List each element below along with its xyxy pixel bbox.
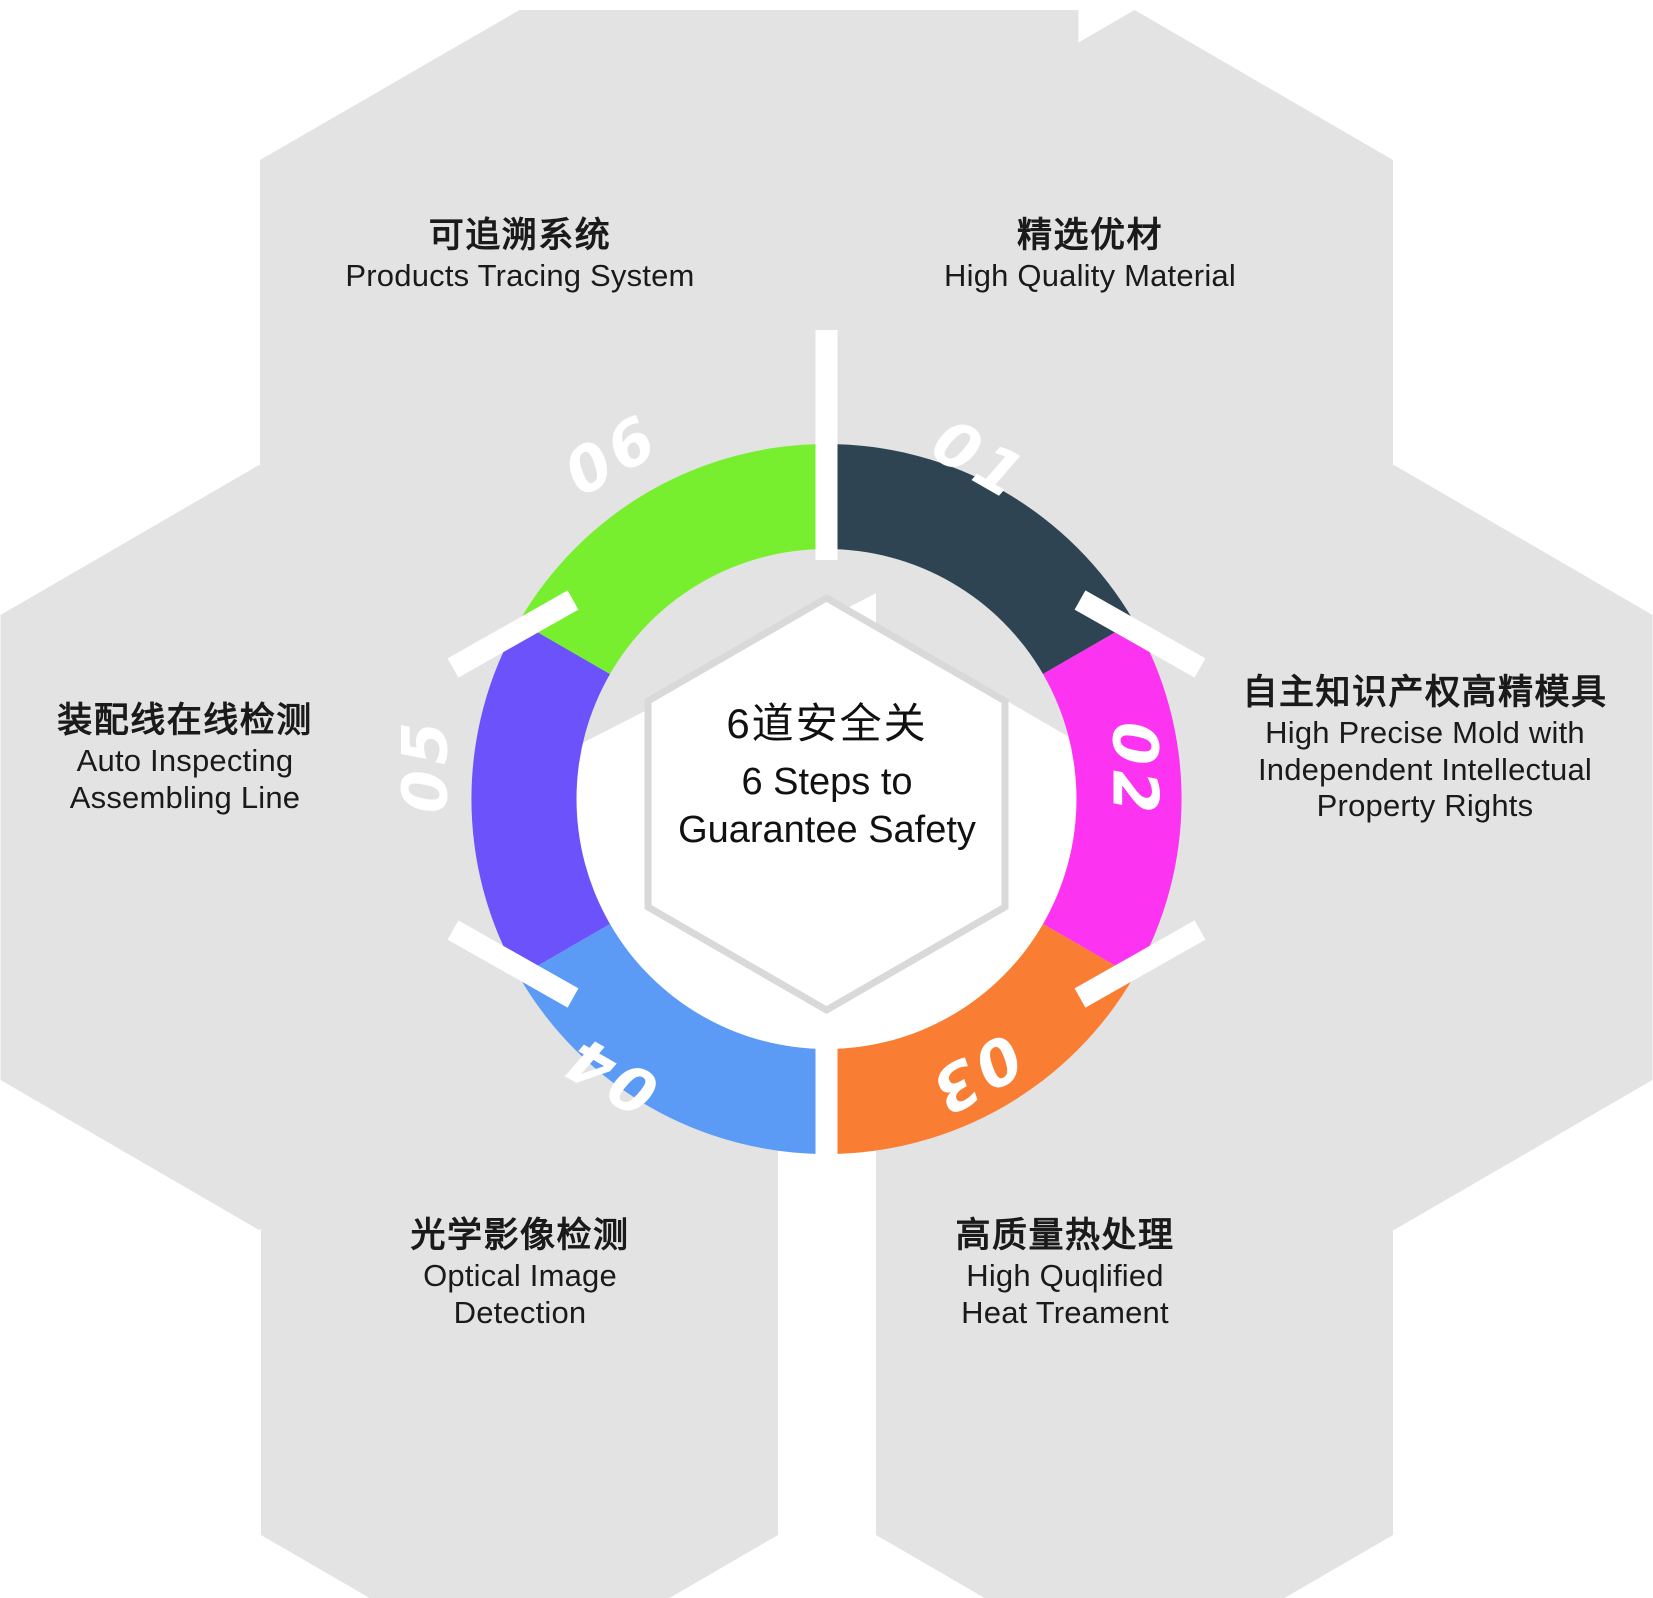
center-hexagon — [644, 593, 1009, 1015]
ring-segment-04[interactable] — [519, 924, 827, 1154]
gap-line-lower-left — [447, 920, 579, 1008]
gap-line-lower-right — [1074, 920, 1206, 1008]
gap-line-upper-left — [447, 590, 579, 678]
ring-segment-05[interactable] — [471, 621, 610, 977]
outer-hexagons-top — [0, 0, 1653, 10]
top-trim — [0, 0, 1653, 10]
hexagon-gap-lines — [447, 330, 1206, 1270]
ring-segment-02[interactable] — [1043, 621, 1182, 977]
step-ring — [471, 444, 1182, 1154]
step-number-05: 05 — [389, 717, 462, 813]
outer-hexagons — [0, 10, 1653, 1598]
step-number-02: 02 — [1099, 722, 1172, 818]
ring-segment-06[interactable] — [519, 444, 827, 674]
gap-line-upper-right — [1074, 590, 1206, 678]
hexagon-step-06 — [260, 10, 1079, 775]
ring-segment-03[interactable] — [826, 924, 1135, 1154]
ring-segment-01[interactable] — [826, 444, 1135, 674]
